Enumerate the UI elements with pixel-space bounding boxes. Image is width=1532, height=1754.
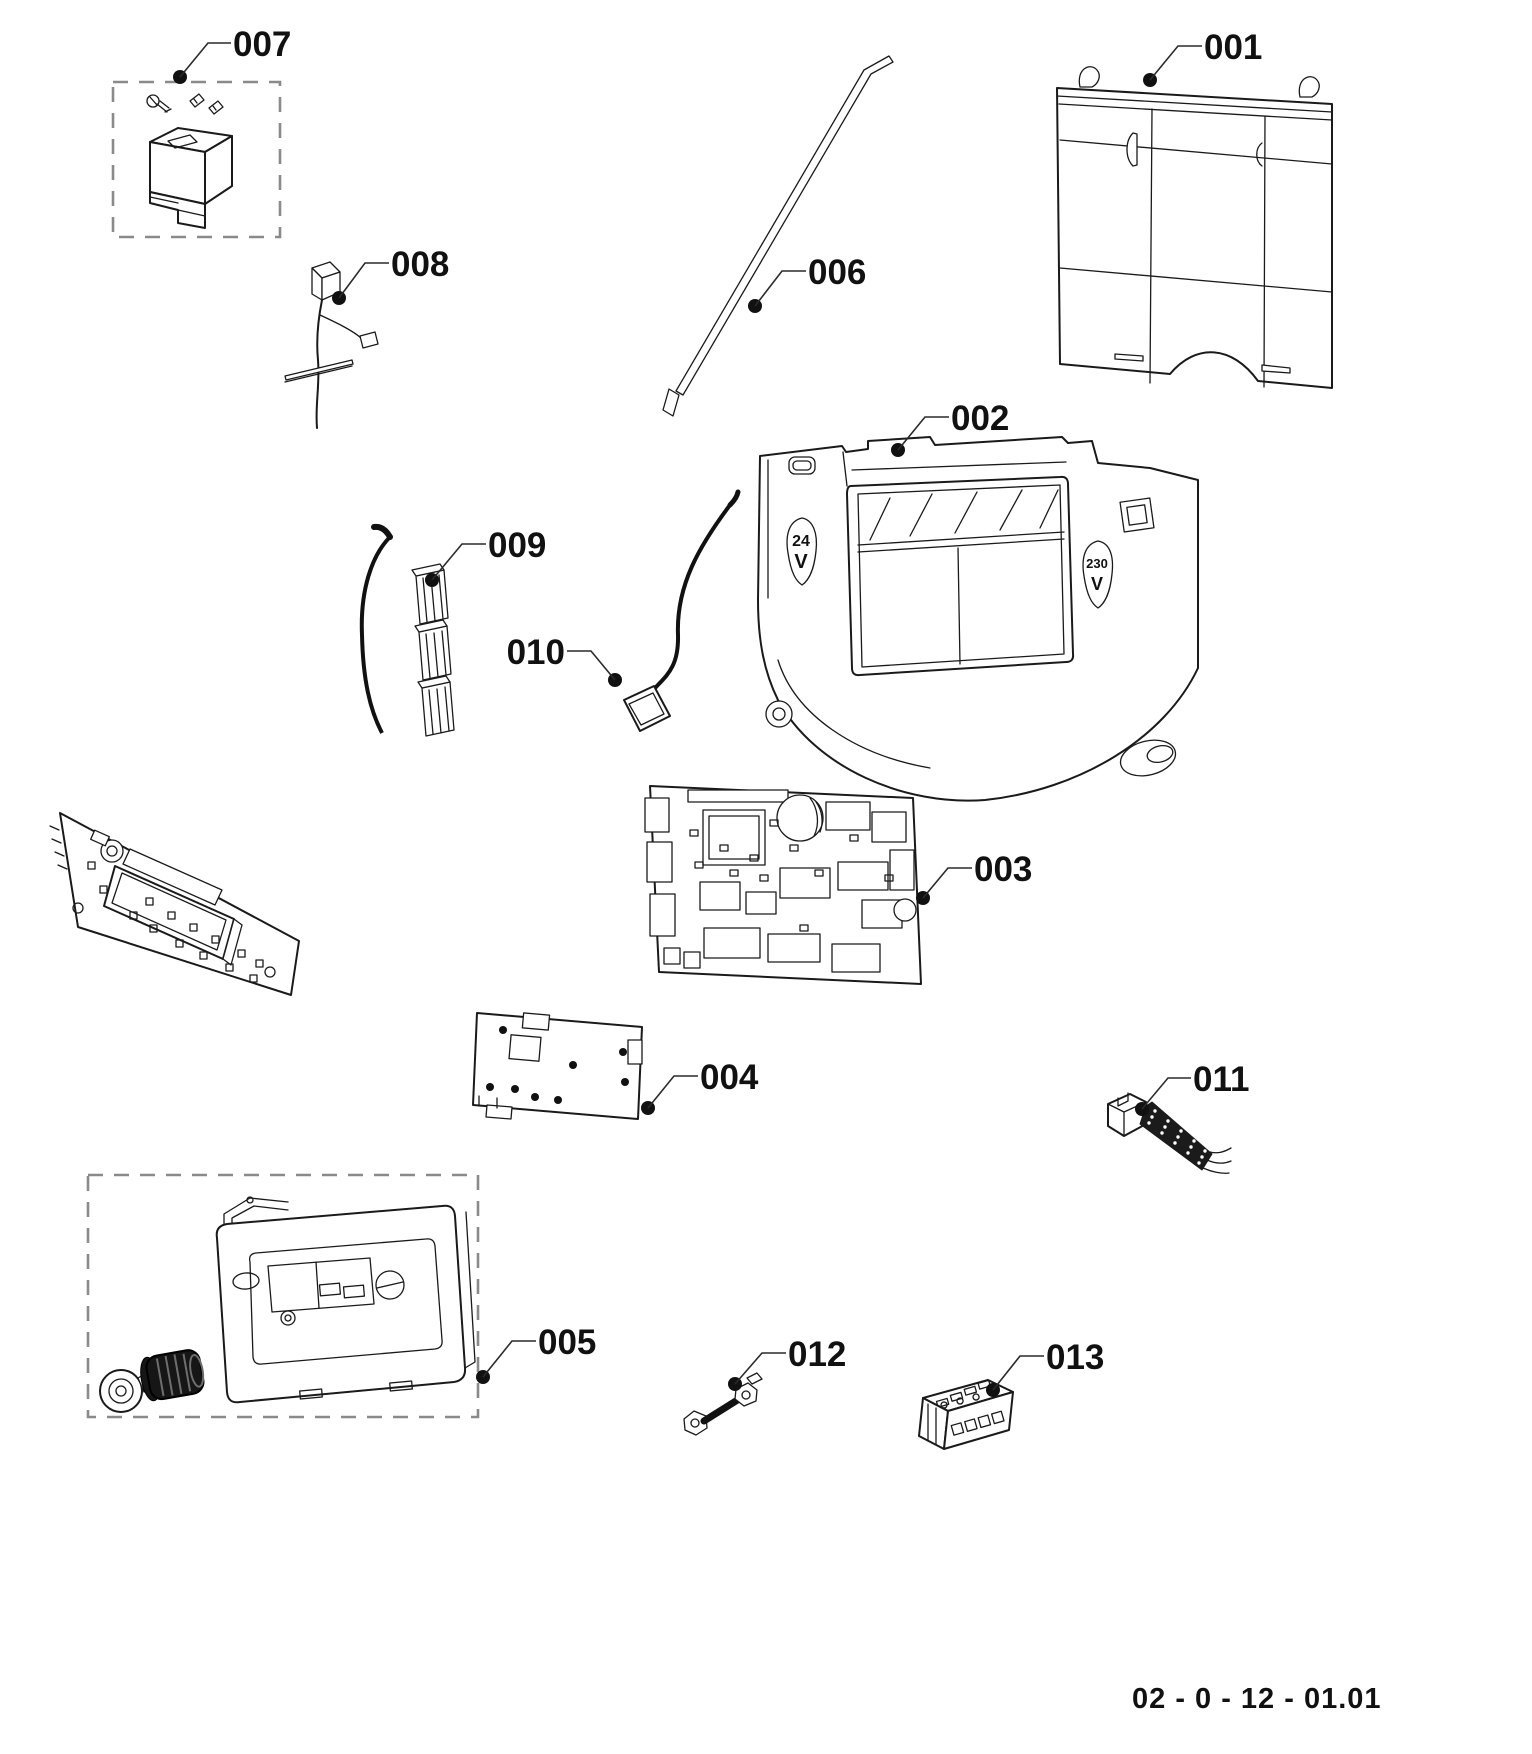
voltage-badge-230-top: 230	[1086, 556, 1108, 571]
part-011-ribbon-cable-drawing	[1107, 1092, 1232, 1174]
callout-012	[728, 1352, 786, 1391]
callout-label-001: 001	[1204, 28, 1262, 67]
callout-013	[986, 1355, 1044, 1397]
callout-label-007: 007	[233, 25, 291, 64]
display-pcb-drawing	[49, 812, 300, 996]
part-007-bracket-drawing	[146, 93, 233, 229]
drawing-number: 02 - 0 - 12 - 01.01	[1132, 1683, 1382, 1715]
callout-001	[1143, 45, 1202, 87]
callout-002	[891, 416, 949, 457]
part-007-dashed-box	[111, 80, 282, 239]
callout-label-011: 011	[1193, 1060, 1249, 1099]
part-002-housing-drawing: 24 V 230 V	[757, 436, 1199, 871]
voltage-badge-24-bottom: V	[794, 551, 808, 573]
callout-label-006: 006	[808, 253, 866, 292]
callout-010	[567, 650, 622, 687]
callout-label-012: 012	[788, 1335, 846, 1374]
callout-label-005: 005	[538, 1323, 596, 1362]
callout-label-010: 010	[507, 633, 565, 672]
callout-label-003: 003	[974, 850, 1032, 889]
part-008-sensor-cable-drawing	[284, 261, 379, 429]
voltage-badge-24-top: 24	[792, 533, 810, 550]
callout-009	[425, 543, 486, 587]
part-013-terminal-block-drawing	[918, 1379, 1014, 1450]
part-012-jumper-cable-drawing	[683, 1372, 763, 1436]
part-004-pcb-drawing	[472, 1012, 643, 1120]
part-005-front-panel-drawing	[99, 1196, 476, 1413]
voltage-badge-230-bottom: V	[1091, 574, 1103, 594]
callout-011	[1135, 1077, 1191, 1116]
callout-label-013: 013	[1046, 1338, 1104, 1377]
part-005-dashed-box	[86, 1173, 480, 1419]
callout-label-008: 008	[391, 245, 449, 284]
callout-007	[173, 42, 231, 84]
part-003-main-pcb-drawing	[644, 785, 922, 985]
callout-006	[748, 270, 806, 313]
part-001-back-panel-drawing	[1056, 66, 1333, 389]
callout-005	[476, 1340, 536, 1384]
callout-label-004: 004	[700, 1058, 759, 1097]
callout-004	[641, 1075, 698, 1115]
callout-label-009: 009	[488, 526, 546, 565]
callout-003	[916, 867, 972, 905]
callout-label-002: 002	[951, 399, 1009, 438]
part-010-cable-drawing	[623, 489, 741, 732]
part-009-connector-cable-drawing	[359, 523, 455, 737]
callout-008	[332, 262, 389, 305]
callout-lines	[173, 42, 1202, 1397]
part-006-rod-drawing	[662, 55, 894, 417]
